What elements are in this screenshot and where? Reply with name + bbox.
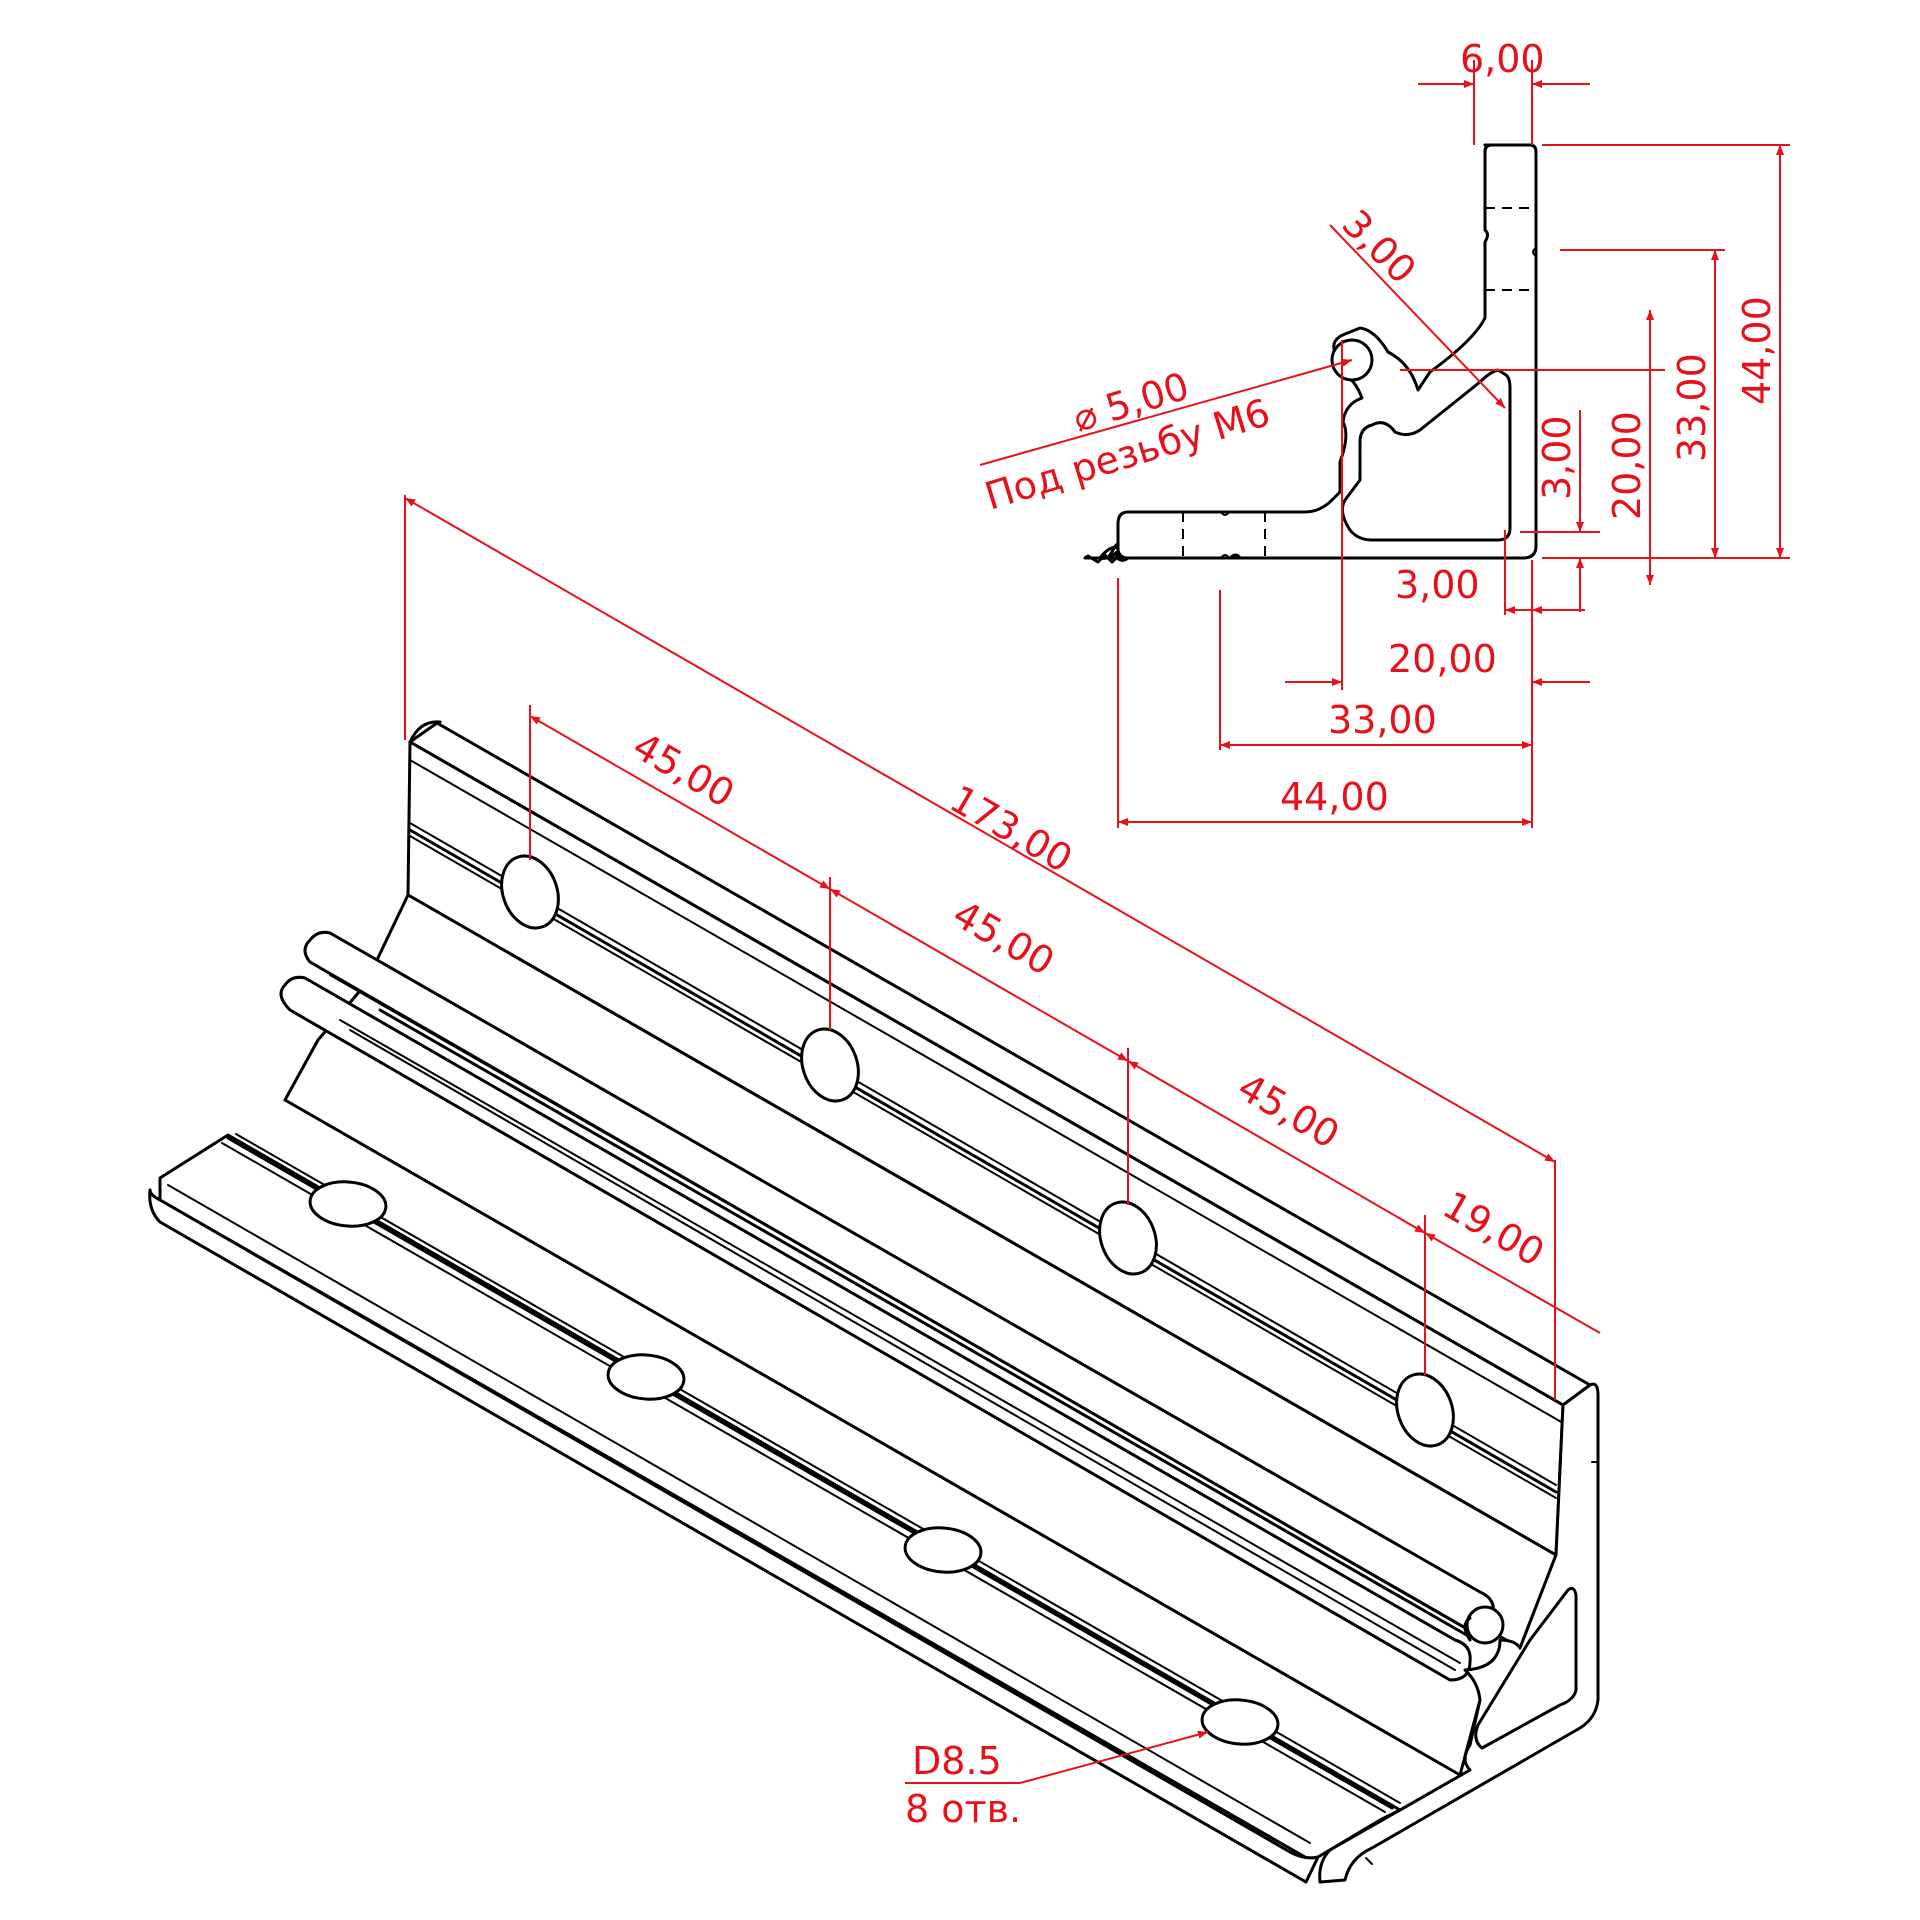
dim-3h-label: 3,00: [1395, 563, 1480, 607]
dim-line-pitch2: [829, 888, 1129, 1062]
dim-44-label: 44,00: [1735, 296, 1779, 405]
profile-end-face: [1318, 1382, 1600, 1884]
dim-3v-label: 3,00: [1535, 415, 1579, 500]
dim-6-label: 6,00: [1460, 37, 1545, 81]
dim-33h-label: 33,00: [1328, 698, 1437, 742]
hole-callout-size: D8.5: [912, 1739, 1002, 1783]
horizontal-flange-inner-edge: [284, 1099, 1461, 1776]
vflange-hole-4: [1395, 1372, 1455, 1448]
cross-section-shape: [1116, 143, 1538, 560]
end-face-notch-2: [1365, 1857, 1373, 1865]
dim-chamfer-label: 3,00: [1334, 201, 1425, 292]
dim-line-pitch3: [1127, 1060, 1426, 1234]
dim-pitch2-label: 45,00: [946, 892, 1062, 985]
hole-note-leader: [979, 358, 1353, 466]
dim-line-end: [1424, 1232, 1601, 1334]
end-face-hole-slot: [1463, 1616, 1472, 1642]
section-notch-top: [1220, 511, 1230, 516]
dim-20h-label: 20,00: [1388, 637, 1497, 681]
hole-diameter-symbol: ⌀: [1068, 392, 1103, 441]
dim-pitch3-label: 45,00: [1231, 1065, 1347, 1158]
hflange-hole-4: [1200, 1698, 1280, 1746]
dim-overall-label: 173,00: [943, 777, 1080, 882]
horizontal-flange-edge: [167, 1184, 1311, 1844]
end-face-inner-pocket: [1474, 1586, 1578, 1750]
dim-44h-label: 44,00: [1280, 775, 1389, 819]
dim-33-label: 33,00: [1670, 353, 1714, 462]
horizontal-flange-groove-c: [235, 1133, 1401, 1804]
dim-line-pitch1: [529, 715, 831, 890]
dim-20-label: 20,00: [1605, 411, 1649, 520]
hole-callout-count: 8 отв.: [905, 1787, 1021, 1831]
dim-chamfer-line: [1329, 224, 1506, 409]
section-notch-bottom: [1220, 554, 1230, 559]
horizontal-flange-groove-a: [221, 1142, 1386, 1813]
section-inner-cut: [1340, 368, 1512, 542]
section-notch-right: [1532, 247, 1537, 257]
hole-callout-leader: [1019, 1730, 1209, 1784]
horizontal-flange-groove-b: [226, 1136, 1394, 1810]
end-face-hole: [1465, 1605, 1505, 1645]
dim-line-overall: [404, 497, 1556, 1163]
horizontal-flange-front: [148, 1188, 1320, 1884]
horizontal-flange-holes: [308, 1180, 1280, 1746]
dim-pitch1-label: 45,00: [626, 724, 742, 817]
hflange-hole-2: [606, 1353, 686, 1401]
dim-end-label: 19,00: [1436, 1183, 1552, 1276]
hflange-hole-3: [903, 1526, 983, 1574]
hflange-hole-1: [308, 1180, 388, 1228]
isometric-view: [148, 720, 1600, 1884]
